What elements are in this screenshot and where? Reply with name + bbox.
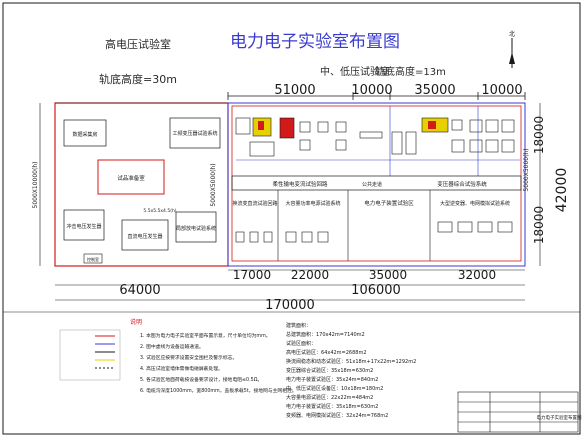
- top-dim-4: 10000: [481, 83, 522, 98]
- hv-room-control: [83, 253, 103, 264]
- mlv-room-4-label: 大型逆变器、电网模拟试验系统: [440, 200, 510, 207]
- band-transformer-label: 变压器综合试验系统: [437, 180, 487, 188]
- note-4: 4. 高压试验室墙体需做电磁屏蔽处理。: [140, 365, 223, 372]
- area-row-9: 大容量电源试验区：22x22m=484m2: [286, 394, 373, 401]
- area-row-3: 试验区面积：: [286, 340, 316, 347]
- hv-room-ac: [169, 117, 221, 149]
- bottom-dim-4: 32000: [458, 268, 496, 282]
- mlv-upper-equipment: [235, 106, 520, 176]
- drawing-title: 电力电子实验室布置图: [230, 32, 400, 52]
- area-row-8: 中、低压试验区设备区：10x18m=180m2: [286, 385, 383, 392]
- notes-heading: 说明: [130, 318, 142, 326]
- band-flex-label: 柔性输电变流试验回路: [272, 180, 328, 188]
- hv-height-dim: 5000X10000(h): [32, 162, 39, 209]
- area-row-4: 高电压试验区：64x42m=2688m2: [286, 349, 367, 356]
- hv-room-control-label: 控制室: [87, 256, 99, 262]
- right-dim-1: 18000: [532, 116, 546, 154]
- mlv-band-row: [231, 175, 522, 191]
- hv-room-prep-label: 试品准备室: [117, 174, 145, 182]
- mlv-room-1-label: 换流变直流试验回路: [232, 200, 277, 207]
- bottom-dim-3: 35000: [369, 268, 407, 282]
- mlv-lower-equipment: [235, 221, 513, 243]
- band-corridor-label: 公共走道: [362, 181, 382, 188]
- hv-lab-name: 高电压试验室: [105, 37, 171, 51]
- area-row-1: 建筑面积：: [286, 322, 311, 329]
- mlv-room-2-label: 大容量功率电源试验系统: [285, 200, 340, 207]
- top-dim-1: 51000: [274, 83, 315, 98]
- mlv-lab-name: 中、低压试验室: [320, 65, 390, 78]
- hv-room-dc-label: 直流电压发生器: [127, 233, 162, 240]
- mlv-lab-outline: [227, 102, 526, 267]
- hv-room-ac-label: 工频变压器试验系统: [172, 130, 217, 137]
- north-label: 北: [509, 30, 515, 38]
- hv-crane-height: 轨底高度=30m: [99, 72, 177, 86]
- north-arrow-icon: [509, 38, 515, 68]
- right-total-dim: 42000: [554, 168, 570, 213]
- note-5: 5. 各试验区地面荷载按设备要求设计，接地电阻≤0.5Ω。: [140, 376, 262, 383]
- mlv-room-3-label: 电力电子装置试验区: [364, 199, 414, 207]
- hv-room-pd-label: 局部放电试验系统: [176, 225, 216, 232]
- hv-room-prep: [97, 159, 165, 195]
- area-row-11: 变频器、电网模拟试验区：32x24m=768m2: [286, 412, 388, 419]
- top-dim-ticks: [227, 92, 526, 100]
- title-block: [457, 391, 579, 433]
- hv-small-dim: 5.5x5.5x4.5(h): [143, 208, 176, 214]
- hv-width-dim: 64000: [119, 283, 160, 298]
- hv-room-data-label: 数据采集房: [72, 131, 97, 138]
- hv-room-dc: [121, 219, 169, 251]
- title-block-name: 电力电子实验室布置图: [537, 414, 582, 421]
- legend: [59, 329, 121, 381]
- hv-room-pd: [175, 211, 217, 243]
- top-dim-3: 35000: [414, 83, 455, 98]
- bottom-dim-2: 22000: [291, 268, 329, 282]
- area-row-7: 电力电子装置试验区：35x24m=840m2: [286, 376, 378, 383]
- area-row-2: 总建筑面积：170x42m=7140m2: [286, 331, 365, 338]
- top-dim-2: 10000: [351, 83, 392, 98]
- mlv-crane-height: 轨底高度=13m: [375, 65, 446, 78]
- area-row-6: 变压器综合试验区：35x18m=630m2: [286, 367, 373, 374]
- area-row-10: 电力电子装置试验区：35x18m=630m2: [286, 403, 378, 410]
- total-width-dim: 170000: [265, 298, 315, 313]
- mlv-width-dim: 106000: [351, 283, 401, 298]
- hv-room-data: [63, 119, 107, 147]
- right-upper-dim: 5000X5000(h): [523, 148, 530, 191]
- area-row-5: 换流阀稳态和动态试验区：51x18m+17x22m=1292m2: [286, 358, 416, 365]
- bottom-dim-1: 17000: [233, 268, 271, 282]
- hv-room-impulse: [63, 209, 105, 241]
- note-2: 2. 图中虚线为设备运输通道。: [140, 343, 204, 350]
- right-dim-2: 18000: [532, 206, 546, 244]
- mlv-height-dim: 5000X5000(h): [210, 163, 217, 206]
- hv-room-impulse-label: 冲击电压发生器: [66, 223, 101, 230]
- note-6: 6. 电缆沟深度1000mm，宽800mm，盖板承载5t，接地网与主网相连。: [140, 387, 297, 394]
- note-1: 1. 本图为电力电子实验室平面布置示意，尺寸单位均为mm。: [140, 332, 271, 339]
- note-3: 3. 试验区应按要求设置安全围栏及警示标志。: [140, 354, 237, 361]
